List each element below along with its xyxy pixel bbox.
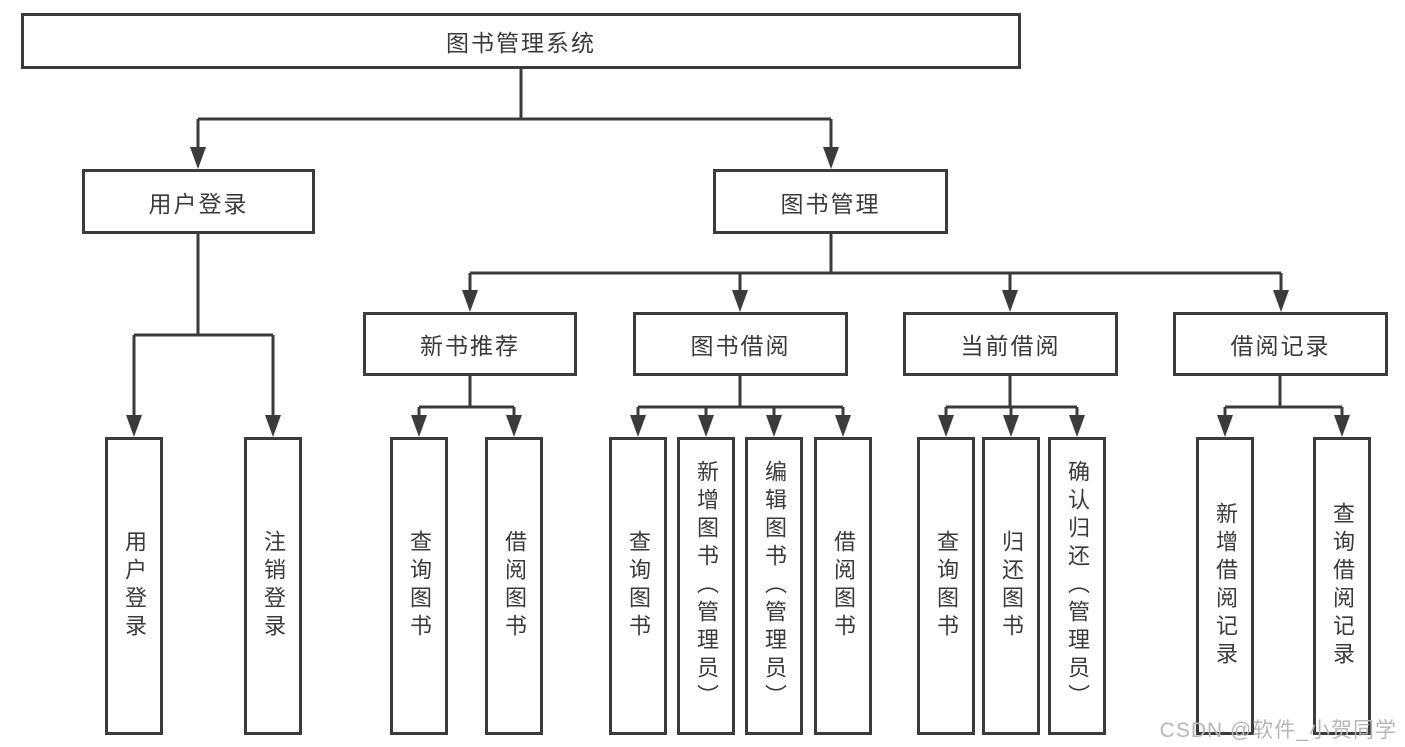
arrowhead-book-management	[823, 147, 839, 169]
arrowhead-leaf-logout	[265, 415, 281, 437]
arrowhead-br-add	[1217, 415, 1233, 437]
node-leaf-br-add-record: 新增借阅记录	[1196, 437, 1254, 735]
node-leaf-nb-query-book: 查询图书	[390, 437, 448, 735]
node-root: 图书管理系统	[21, 13, 1021, 69]
arrowhead-new-book-recommend	[462, 290, 478, 312]
arrowhead-bb-query	[630, 415, 646, 437]
node-book-borrow: 图书借阅	[633, 312, 848, 376]
connector-book-borrow-to-leaves	[630, 376, 851, 437]
connector-book-management-to-level3	[462, 234, 1289, 312]
connector-current-borrow-to-leaves	[938, 376, 1085, 437]
arrowhead-cb-confirm	[1069, 415, 1085, 437]
node-leaf-bb-borrow-book: 借阅图书	[814, 437, 872, 735]
node-current-borrow: 当前借阅	[903, 312, 1118, 376]
node-leaf-bb-edit-book: 编辑图书（管理员）	[745, 437, 803, 735]
leaf-label: 新增图书（管理员）	[694, 460, 719, 712]
arrowhead-user-login	[190, 147, 206, 169]
node-leaf-bb-add-book: 新增图书（管理员）	[677, 437, 735, 735]
leaf-label: 新增借阅记录	[1213, 502, 1238, 670]
arrowhead-bb-add	[698, 415, 714, 437]
leaf-label: 编辑图书（管理员）	[762, 460, 787, 712]
arrowhead-current-borrow	[1002, 290, 1018, 312]
arrowhead-bb-edit	[766, 415, 782, 437]
arrowhead-bb-borrow	[835, 415, 851, 437]
node-leaf-cb-return-book: 归还图书	[982, 437, 1040, 735]
node-leaf-bb-query-book: 查询图书	[609, 437, 667, 735]
leaf-label: 查询图书	[407, 530, 432, 642]
node-leaf-cb-query-book: 查询图书	[917, 437, 975, 735]
node-user-login: 用户登录	[82, 169, 315, 234]
node-leaf-user-login: 用户登录	[105, 437, 163, 735]
node-new-book-recommend: 新书推荐	[363, 312, 577, 376]
arrowhead-leaf-user-login	[126, 415, 142, 437]
csdn-watermark: CSDN @软件_小贺同学	[1159, 719, 1397, 742]
arrowhead-borrow-records	[1273, 290, 1289, 312]
leaf-label: 确认归还（管理员）	[1065, 460, 1090, 712]
leaf-label: 查询图书	[934, 530, 959, 642]
connector-user-login-to-leaves	[126, 234, 281, 437]
connector-root-to-level2	[190, 69, 839, 169]
arrowhead-nb-borrow	[506, 415, 522, 437]
leaf-label: 借阅图书	[831, 530, 856, 642]
node-leaf-br-query-record: 查询借阅记录	[1313, 437, 1371, 735]
leaf-label: 借阅图书	[502, 530, 527, 642]
node-book-management: 图书管理	[713, 169, 948, 234]
node-leaf-logout: 注销登录	[244, 437, 302, 735]
arrowhead-book-borrow	[732, 290, 748, 312]
node-borrow-records: 借阅记录	[1173, 312, 1388, 376]
node-leaf-cb-confirm-return: 确认归还（管理员）	[1048, 437, 1106, 735]
connector-new-book-recommend-to-leaves	[411, 376, 522, 437]
arrowhead-cb-query	[938, 415, 954, 437]
leaf-label: 注销登录	[261, 530, 286, 642]
node-leaf-nb-borrow-book: 借阅图书	[485, 437, 543, 735]
arrowhead-br-query	[1334, 415, 1350, 437]
leaf-label: 查询借阅记录	[1330, 502, 1355, 670]
leaf-label: 用户登录	[122, 530, 147, 642]
connector-borrow-records-to-leaves	[1217, 376, 1350, 437]
leaf-label: 查询图书	[626, 530, 651, 642]
arrowhead-nb-query	[411, 415, 427, 437]
leaf-label: 归还图书	[999, 530, 1024, 642]
arrowhead-cb-return	[1003, 415, 1019, 437]
